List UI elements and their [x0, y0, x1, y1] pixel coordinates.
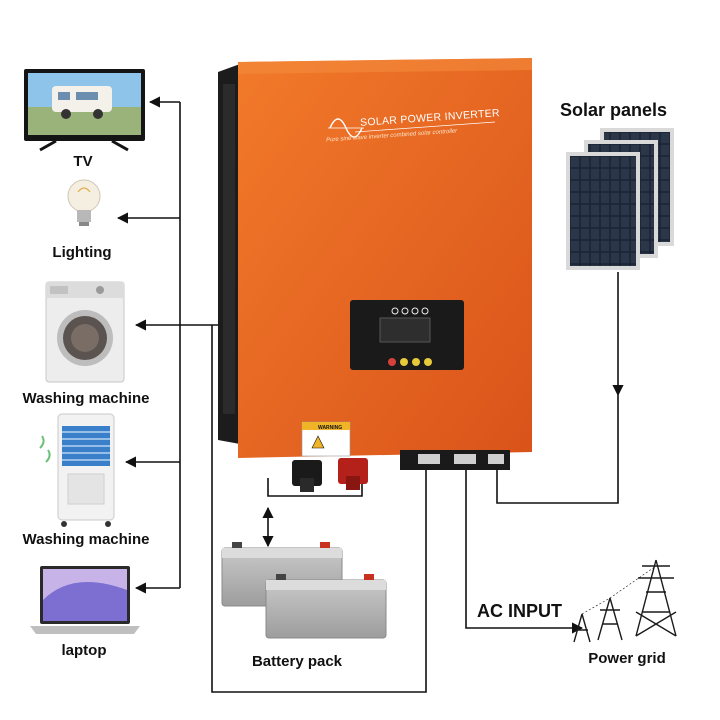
power-grid-label: Power grid [588, 650, 666, 667]
laptop-label: laptop [61, 642, 107, 659]
battery-link-wire [267, 478, 363, 497]
air-cooler-device [39, 413, 115, 527]
load-bus-wires [116, 96, 222, 594]
power-grid-towers [573, 559, 677, 643]
battery-pack-label: Battery pack [251, 653, 343, 670]
lighting-label: Lighting [52, 244, 112, 261]
source-wires [211, 272, 624, 693]
tv-label: TV [73, 153, 93, 170]
solar-panels-label: Solar panels [560, 100, 668, 120]
warning-sticker-text: WARNING [318, 425, 343, 431]
output-to-loads-wire [211, 325, 427, 693]
inverter-unit [218, 58, 532, 492]
solar-return-wire [496, 395, 619, 504]
battery-pack-device [221, 542, 387, 639]
laptop-device [30, 566, 140, 634]
ac-input-label: AC INPUT [477, 601, 562, 621]
air-cooler-label: Washing machine [22, 531, 150, 548]
solar-panel-array [566, 128, 674, 270]
tv-device [24, 69, 145, 152]
ac-input-wire [465, 468, 584, 634]
light-bulb-device [67, 179, 101, 226]
washing-machine-device [45, 281, 125, 383]
washing-machine-label: Washing machine [22, 390, 150, 407]
